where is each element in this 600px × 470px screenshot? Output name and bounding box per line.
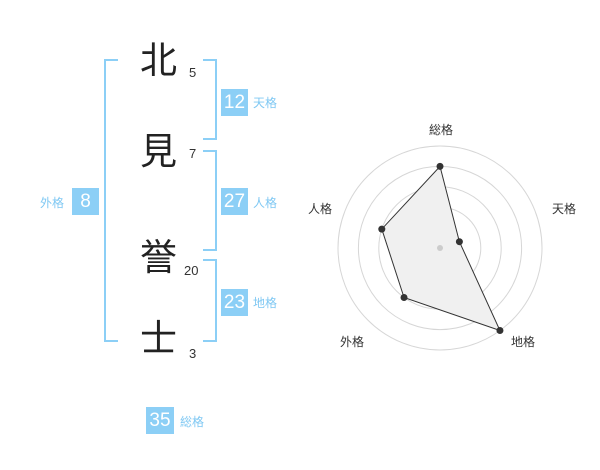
radar-axis-label-soukaku: 総格 [429,122,453,137]
jinkaku-value: 27 [221,188,248,215]
radar-axis-label-gaikaku: 外格 [340,334,364,349]
chikaku-bracket [203,259,217,342]
name-char-2: 見 [140,130,177,173]
chikaku-label: 地格 [253,296,278,310]
radar-point [436,162,444,170]
tenkaku-value: 12 [221,89,248,116]
radar-point [400,294,408,302]
radar-axis-label-tenkaku: 天格 [552,201,576,216]
radar-chart: 総格 天格 地格 外格 人格 [308,122,576,351]
radar-center-dot [437,245,443,251]
stroke-count-3: 20 [184,263,199,278]
chikaku-value: 23 [221,289,248,316]
gaikaku-value: 8 [72,188,99,215]
tenkaku-bracket [203,59,217,140]
gaikaku-bracket [104,59,118,342]
soukaku-value: 35 [146,407,174,434]
radar-point [455,238,463,246]
radar-axis-label-chikaku: 地格 [511,334,535,349]
stroke-count-1: 5 [189,65,197,80]
radar-point [496,327,504,335]
tenkaku-label: 天格 [253,96,278,110]
stroke-count-2: 7 [189,146,197,161]
jinkaku-label: 人格 [253,196,278,210]
radar-grid-ring [337,145,543,351]
soukaku-label: 総格 [180,415,205,429]
radar-point [378,225,386,233]
stroke-count-4: 3 [189,346,197,361]
name-char-1: 北 [140,39,177,82]
jinkaku-bracket [203,150,217,251]
name-char-4: 士 [140,317,177,360]
name-char-3: 誉 [140,236,177,279]
gaikaku-label: 外格 [40,196,65,210]
radar-axis-label-jinkaku: 人格 [308,201,332,216]
